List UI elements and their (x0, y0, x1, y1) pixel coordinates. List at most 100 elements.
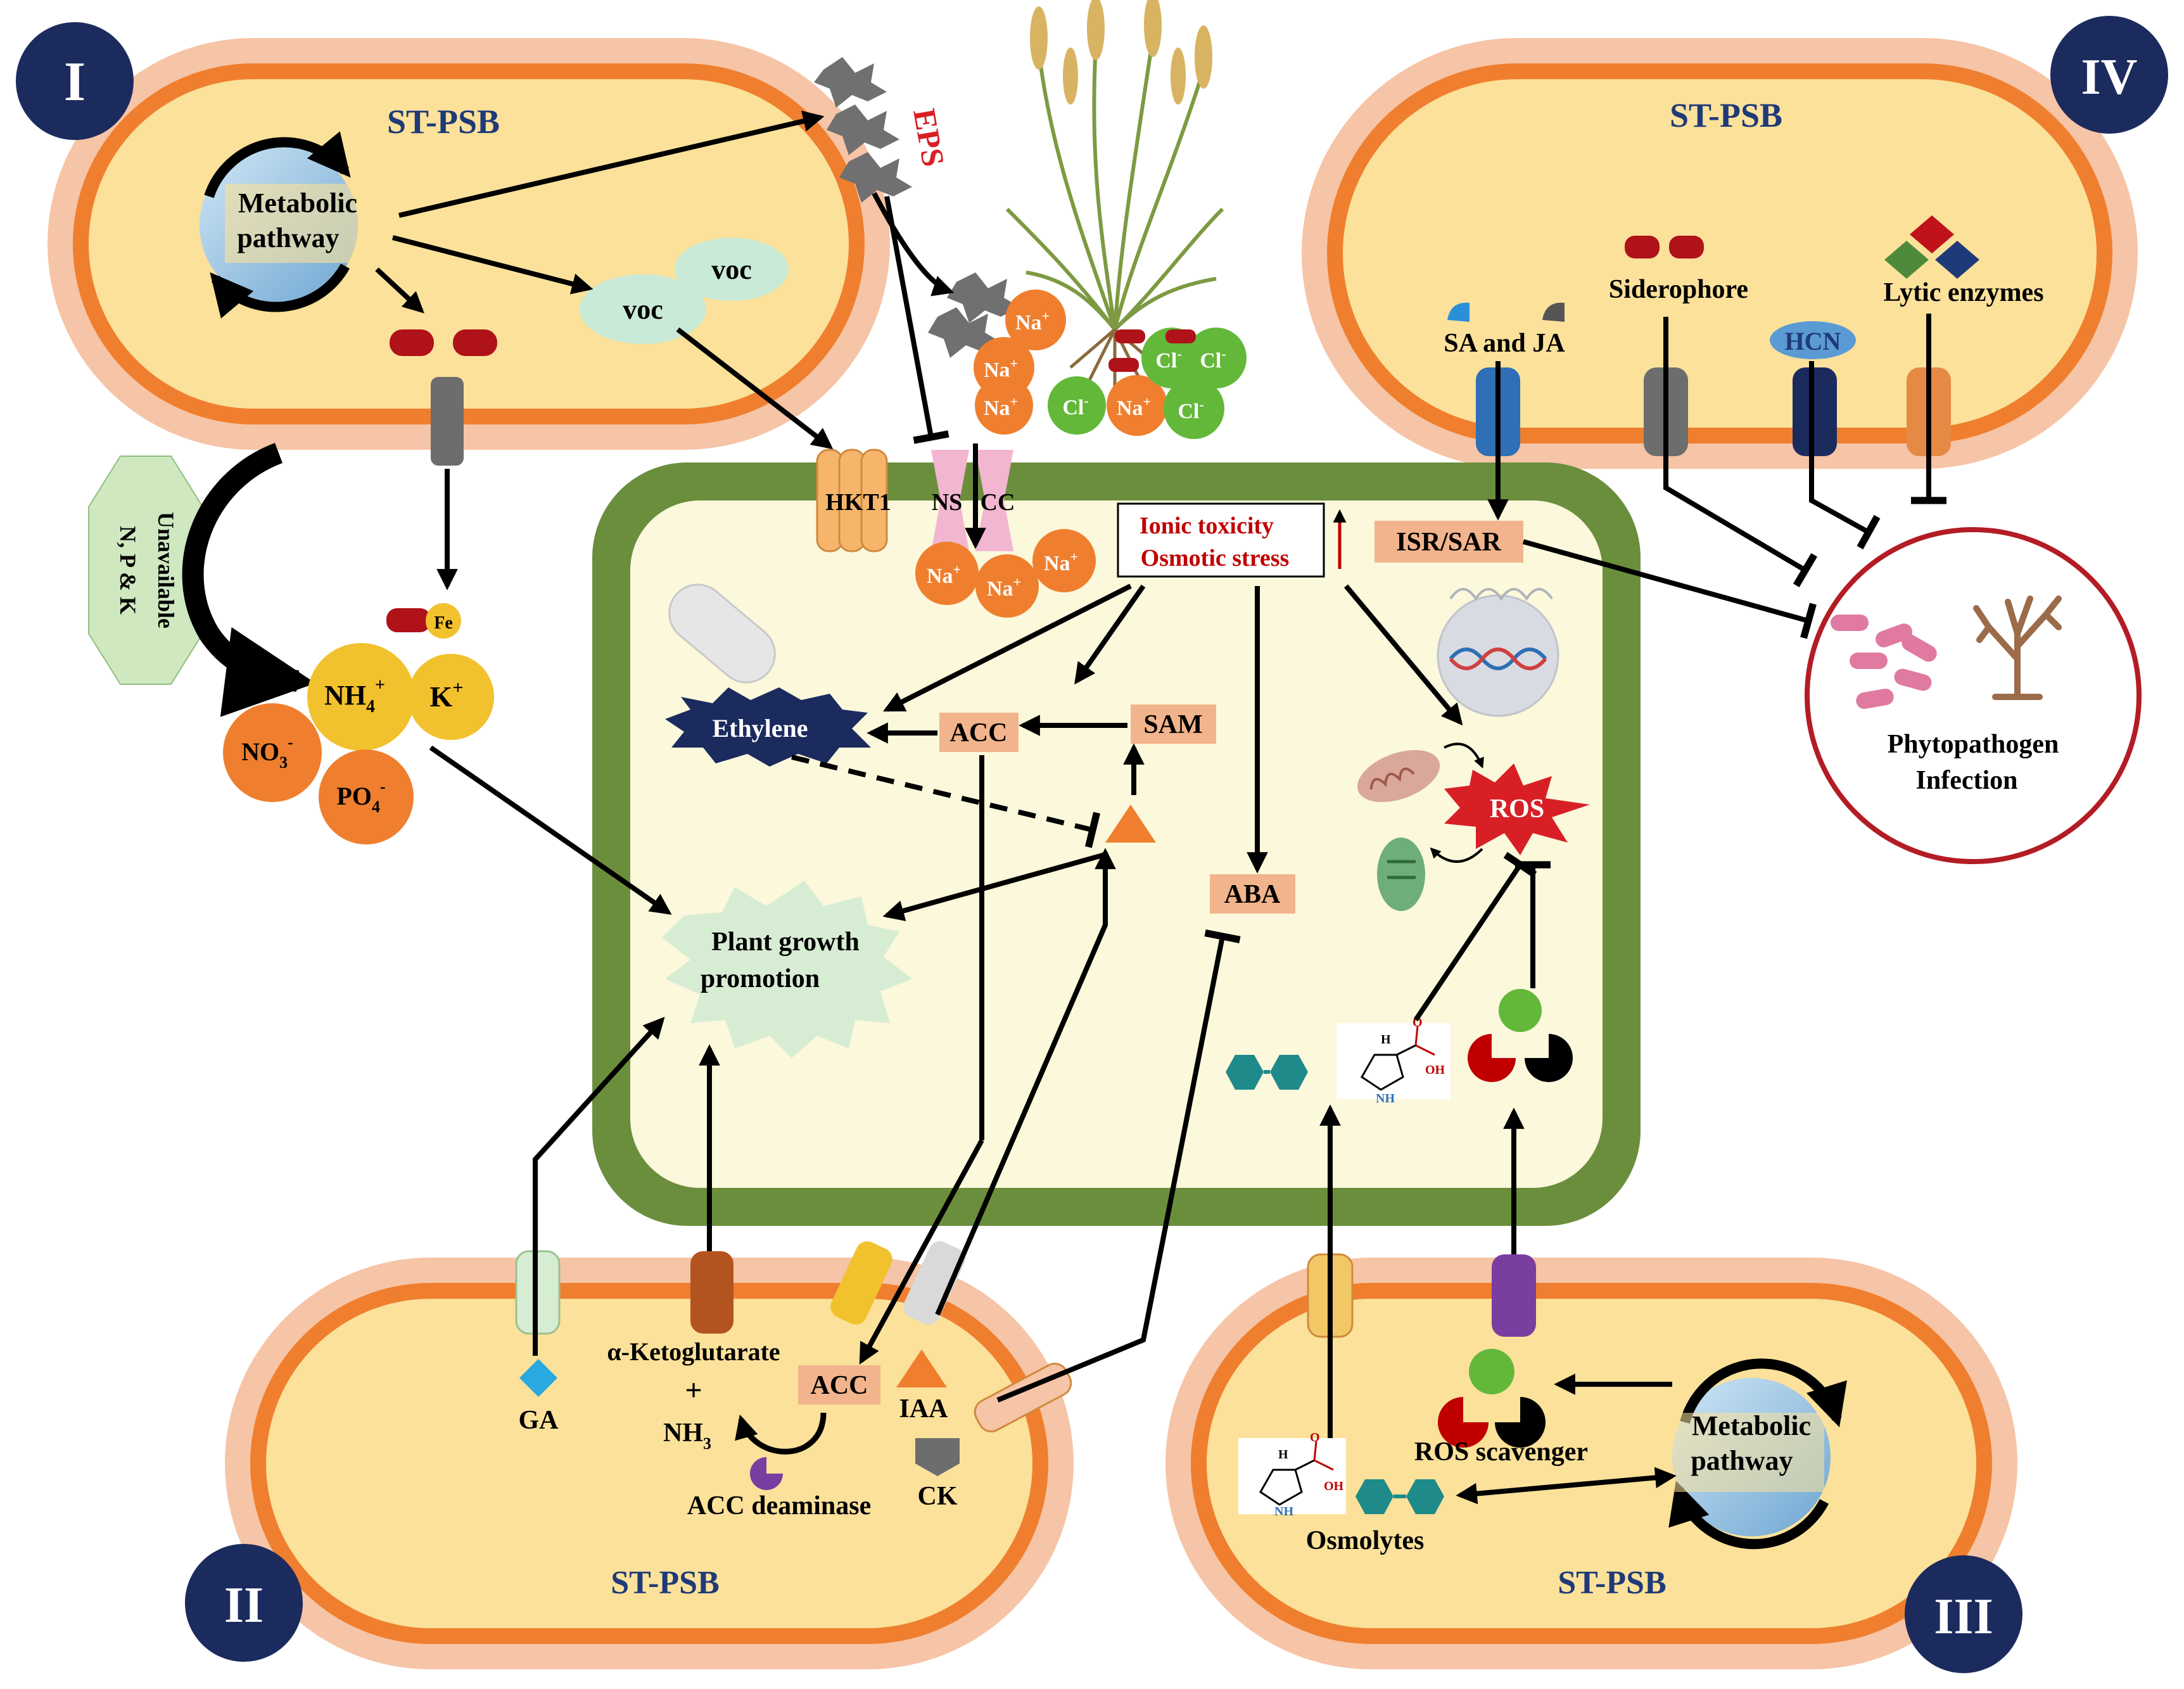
phytopathogen-label-line1: Phytopathogen (1888, 730, 2059, 759)
ethylene-label: Ethylene (712, 714, 808, 743)
fe-label: Fe (434, 613, 453, 633)
voc-cloud-1: voc (580, 274, 706, 344)
unavailable-label-line2: N, P & K (115, 526, 141, 615)
nitrate-ion: NO3- (223, 703, 322, 802)
sodium-ion: Na+ (1005, 290, 1066, 350)
membrane-channel-icon (431, 377, 464, 466)
chloride-ion: Cl- (1186, 328, 1247, 388)
ga-label: GA (519, 1406, 559, 1435)
sodium-ion: Na+ (975, 554, 1039, 618)
proline-b-nh: NH (1274, 1505, 1293, 1519)
chloride-ion: Cl- (1048, 376, 1106, 435)
plant-growth-promotion-star: Plant growth promotion (662, 881, 912, 1058)
hcn-label: HCN (1785, 327, 1841, 355)
panel-4-numeral: IV (2081, 49, 2138, 105)
voc-label-2: voc (711, 254, 752, 285)
eps-icon (814, 57, 1020, 358)
hkt1-label: HKT1 (825, 489, 891, 516)
acc-deaminase-label: ACC deaminase (687, 1491, 872, 1520)
voc-cloud-2: voc (675, 238, 789, 301)
panel-1-badge: I (16, 22, 134, 140)
proline-h: H (1381, 1033, 1391, 1047)
nitrate-label: NO3- (241, 733, 293, 772)
phytopathogen-label-line2: Infection (1916, 766, 2018, 795)
siderophore-icon (390, 329, 497, 356)
metabolic-cycle-icon-3 (1668, 1358, 1847, 1550)
sa-ja-icon (1447, 302, 1565, 322)
metabolic-3-label-line2: pathway (1691, 1445, 1793, 1476)
sodium-ion: Na+ (975, 376, 1033, 435)
ros-scavenger-bacterium-icon (1438, 1349, 1546, 1448)
ros-label: ROS (1490, 794, 1544, 824)
solubilization-arrow (182, 443, 316, 717)
ros-scavenger-label: ROS scavenger (1414, 1437, 1588, 1467)
deamination-curved-arrow (735, 1412, 827, 1455)
stress-label-line2: Osmotic stress (1141, 545, 1290, 571)
eps-label: EPS (906, 106, 951, 169)
proline-bacterium-icon: H O OH NH (1238, 1431, 1346, 1519)
lytic-enzymes-label: Lytic enzymes (1883, 278, 2043, 307)
proline-nh: NH (1376, 1092, 1395, 1106)
panel-2-title: ST-PSB (611, 1565, 720, 1601)
panel-4-siderophore-icon (1625, 236, 1704, 258)
connector-arrows (375, 110, 1946, 1505)
iaa-channel (903, 1241, 965, 1325)
nscc-label-left: NS (932, 489, 963, 516)
sam-label: SAM (1143, 710, 1202, 739)
sodium-ion: Na+ (915, 542, 979, 605)
panel-2-badge: II (185, 1544, 303, 1662)
panel-1-numeral: I (64, 51, 86, 113)
panel-3-badge: III (1905, 1555, 2022, 1673)
aba-box: ABA (1210, 874, 1295, 914)
osmolyte-hexagon-icon (1226, 1055, 1308, 1090)
unavailable-npk-hexagon: Unavailable N, P & K (88, 456, 203, 685)
ck-label: CK (918, 1482, 958, 1511)
auxin-triangle-icon (1105, 805, 1156, 843)
chloride-label: Cl- (1155, 346, 1181, 373)
ketoglutarate-label: α-Ketoglutarate (607, 1337, 780, 1366)
lytic-enzymes-icon (1884, 215, 1979, 279)
ammonium-label: NH4+ (324, 675, 385, 717)
hcn-channel (1793, 367, 1837, 456)
sodium-ion: Na+ (1107, 375, 1167, 436)
sa-ja-label: SA and JA (1444, 329, 1565, 358)
sam-box: SAM (1131, 704, 1216, 744)
metabolic-label-line1: Metabolic (238, 188, 357, 219)
panel-4-badge: IV (2050, 16, 2168, 134)
iaa-triangle-icon (896, 1349, 947, 1387)
panel-3-title: ST-PSB (1558, 1565, 1667, 1601)
curved-arrow-icon (1444, 743, 1484, 769)
proline-b-o: O (1310, 1431, 1320, 1444)
chloride-ion: Cl- (1164, 378, 1224, 439)
acc-box-bacterium: ACC (798, 1365, 880, 1405)
mitochondrion-icon (1357, 749, 1440, 803)
acc-channel (830, 1241, 892, 1325)
aba-label: ABA (1224, 880, 1281, 909)
phytopathogen-infection-circle: Phytopathogen Infection (1805, 527, 2142, 864)
proline-b-oh: OH (1324, 1479, 1344, 1493)
ethylene-burst: Ethylene (665, 687, 871, 767)
siderophore-label: Siderophore (1609, 275, 1748, 304)
proline-structure-icon: H O OH NH (1336, 1016, 1451, 1106)
ck-pentagon-icon (915, 1438, 960, 1476)
unavailable-label-line1: Unavailable (153, 512, 179, 628)
metabolic-label-line2: pathway (237, 222, 339, 253)
panel-4-title: ST-PSB (1670, 96, 1782, 134)
plus-label: + (685, 1374, 702, 1407)
curved-arrow-icon (1430, 847, 1483, 863)
acc-deaminase-enzyme-icon (750, 1457, 783, 1490)
nscc-label-right: CC (981, 489, 1015, 516)
proline-b-h: H (1278, 1448, 1288, 1462)
voc-label-1: voc (623, 294, 663, 325)
hcn-icon: HCN (1770, 321, 1856, 359)
wheat-ear-icons (1030, 0, 1212, 105)
phosphate-ion: PO4- (319, 749, 414, 844)
iaa-label: IAA (899, 1394, 948, 1424)
acc-box: ACC (939, 713, 1019, 752)
ga-diamond-icon (519, 1359, 557, 1397)
root-siderophore-icons (1108, 329, 1196, 372)
nscc-channel: NS CC (931, 450, 1015, 551)
fe-siderophore-complex: Fe (386, 603, 461, 639)
nucleus-icon (1437, 588, 1559, 717)
ammonia-label: NH3 (663, 1418, 711, 1453)
